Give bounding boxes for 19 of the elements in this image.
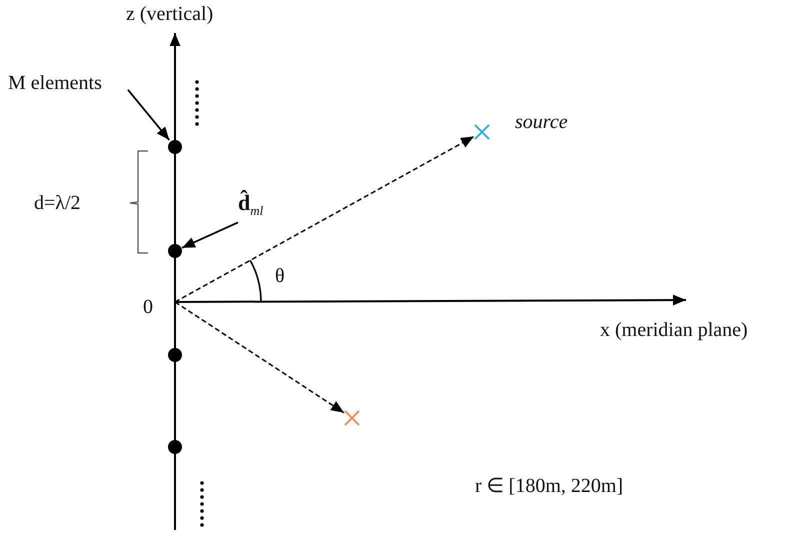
array-element-dot <box>168 140 182 154</box>
array-element-dot <box>168 440 182 454</box>
direction-vector-arrow <box>174 136 474 303</box>
dimension-label: d=λ/2 <box>34 193 81 213</box>
vector-label: d̂$_{ml}$ <box>238 192 264 217</box>
angle-label: θ <box>275 266 285 286</box>
direction-vector-arrow <box>174 301 344 414</box>
leader-arrow <box>127 89 170 141</box>
array-element-dot <box>168 348 182 362</box>
cross-marker <box>344 410 360 426</box>
array-element-dot <box>168 244 182 258</box>
axis-label: x (meridian plane) <box>600 320 748 340</box>
leader-text: M elements <box>8 73 103 93</box>
point-label: source <box>515 112 568 132</box>
cross-marker <box>474 124 490 140</box>
axis-label: z (vertical) <box>126 4 214 24</box>
leader-arrow <box>182 222 238 249</box>
range-label: r ∈ [180m, 220m] <box>475 476 624 496</box>
origin-label: 0 <box>143 297 153 317</box>
